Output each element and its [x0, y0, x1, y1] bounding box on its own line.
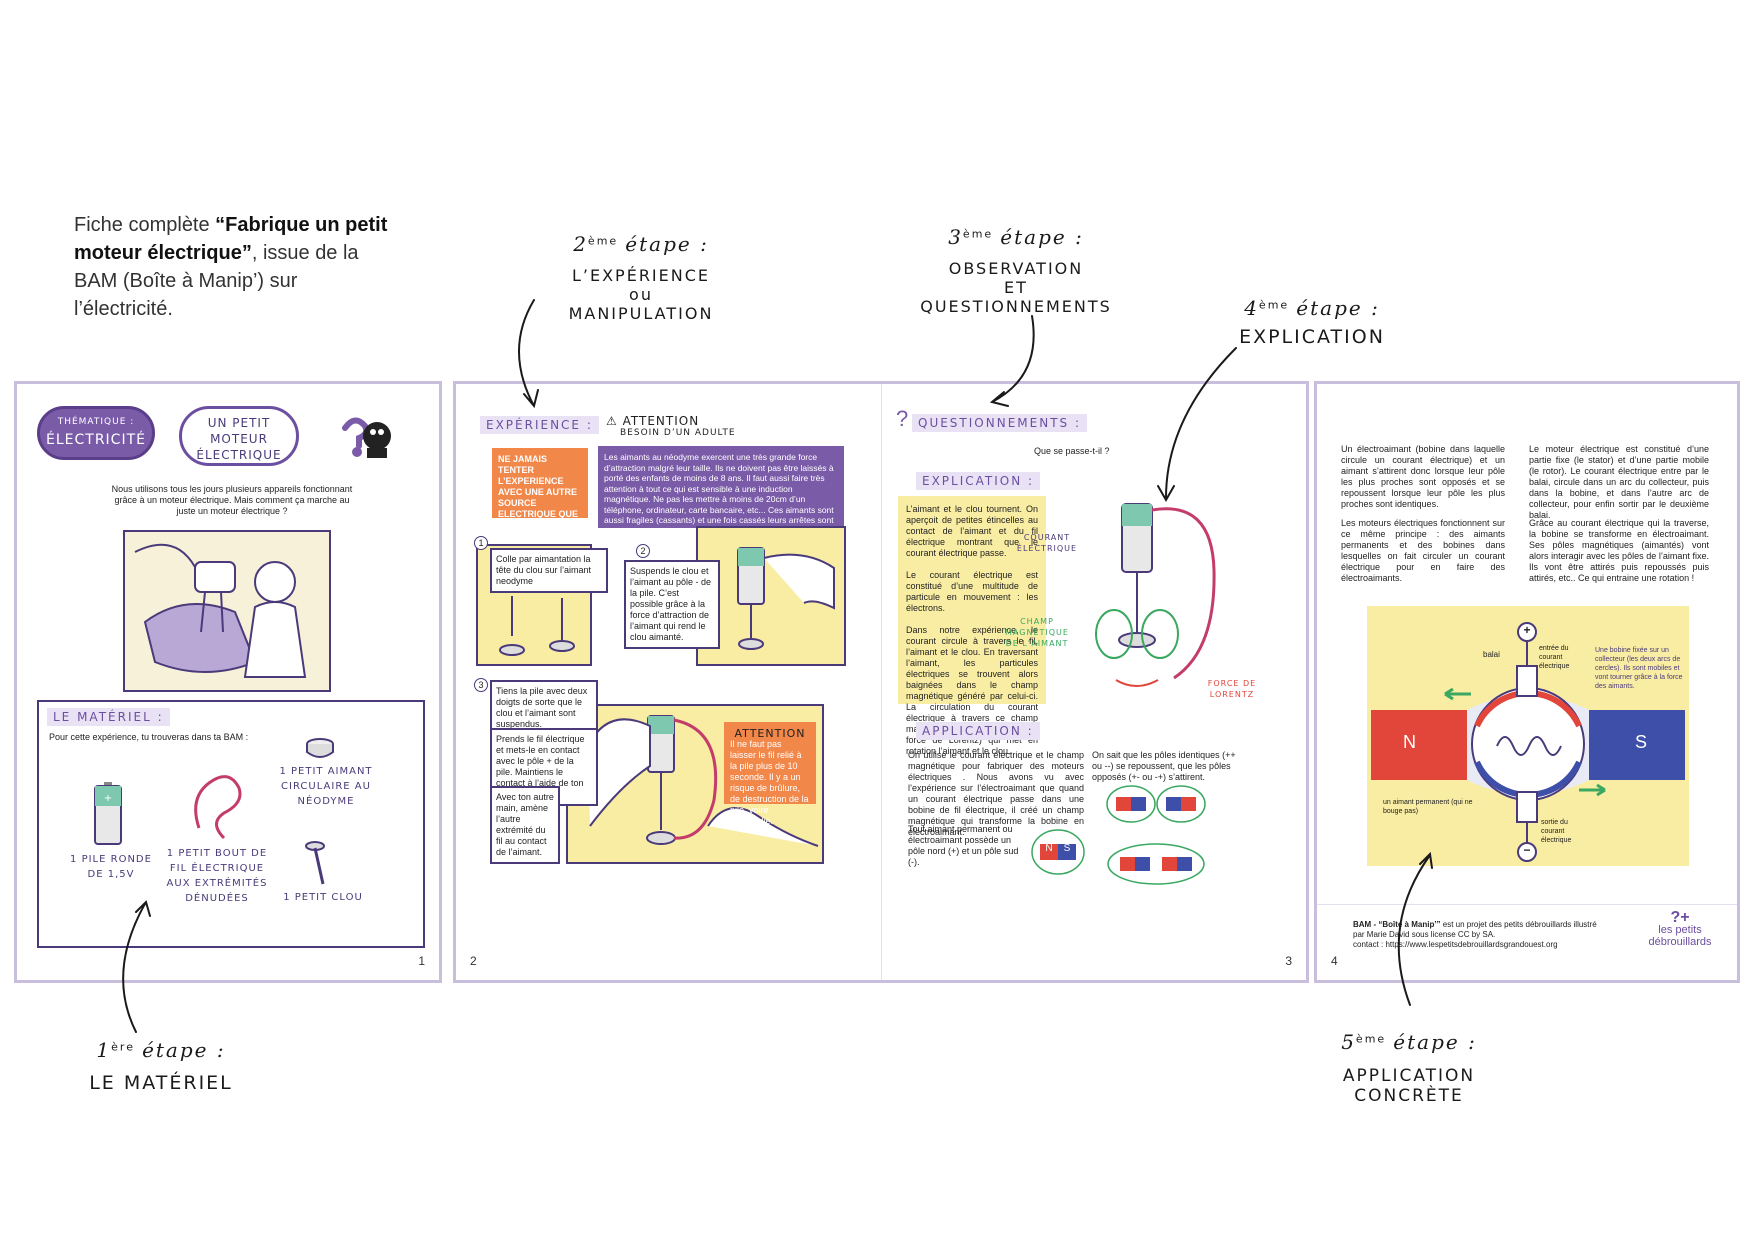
magnet-icon	[305, 738, 335, 765]
item-pile: 1 PILE RONDE DE 1,5V	[70, 854, 152, 880]
intro-prefix: Fiche complète	[74, 214, 216, 236]
theme-badge: THÉMATIQUE : ÉLECTRICITÉ	[37, 406, 155, 460]
explication-tag: EXPLICATION :	[916, 472, 1041, 490]
footer-divider	[1317, 904, 1737, 905]
question-text: Que se passe-t-il ?	[1034, 446, 1110, 456]
label-bobine: Une bobine fixée sur un collecteur (les …	[1595, 647, 1683, 690]
step3a-text: Tiens la pile avec deux doigts de sorte …	[490, 680, 598, 736]
page-1-intro: Nous utilisons tous les jours plusieurs …	[111, 484, 353, 516]
item-clou: 1 PETIT CLOU	[283, 892, 363, 903]
step-3-annotation: 3ème étape : OBSERVATION ET QUESTIONNEME…	[920, 225, 1112, 316]
mixer-illustration	[123, 530, 331, 692]
credits: BAM - “Boîte à Manip’” est un projet des…	[1353, 920, 1597, 949]
battery-icon: +	[93, 782, 123, 851]
plus-terminal: +	[1523, 623, 1531, 637]
step2-number: 2	[636, 544, 650, 558]
magnet-label-s: S	[1063, 843, 1071, 854]
page4-col2a: Le moteur électrique est constitué d’une…	[1529, 444, 1709, 520]
label-courant: COURANT ÉLECTRIQUE	[1016, 533, 1078, 553]
logo-mark-icon: ?+	[1670, 909, 1690, 926]
svg-text:+: +	[104, 793, 112, 804]
label-sortie: sortie du courant électrique	[1541, 819, 1572, 844]
minus-terminal: −	[1523, 843, 1531, 857]
materiel-box: LE MATÉRIEL : Pour cette expérience, tu …	[37, 700, 425, 948]
step1-text: Colle par aimantation la tête du clou su…	[490, 548, 608, 593]
application-text-a: On utilise le courant électrique et le c…	[908, 750, 1084, 837]
question-mark-icon: ?	[896, 406, 909, 431]
spread-spine	[881, 384, 882, 980]
petits-debrouillards-logo: ?+ les petits débrouillards	[1635, 909, 1725, 949]
step3c-text: Avec ton autre main, amène l’autre extré…	[490, 786, 560, 864]
repel-magnets-diagram	[1106, 784, 1206, 824]
step3-number: 3	[474, 678, 488, 692]
attention2-box: ATTENTION Il ne faut pas laisser le fil …	[724, 722, 816, 826]
attention-header: ⚠ ATTENTION BESOIN D’UN ADULTE	[606, 414, 736, 438]
intro-text: Fiche complète “Fabrique un petit moteur…	[74, 211, 394, 323]
application-text-b: Tout aimant permanent ou électroaimant p…	[908, 824, 1019, 867]
intro-suffix: , issue de la BAM (Boîte à Manip’) sur l…	[74, 242, 359, 320]
materiel-intro: Pour cette expérience, tu trouveras dans…	[49, 732, 249, 742]
label-champ: CHAMP MAGNÉTIQUE DE L’AIMANT	[1005, 617, 1069, 648]
attract-magnets-diagram	[1106, 842, 1206, 886]
item-fil: 1 PETIT BOUT DE FIL ÉLECTRIQUE AUX EXTRÉ…	[166, 848, 268, 904]
motor-diagram: + − N S balai entrée du courant électriq…	[1367, 606, 1689, 866]
page-2-3-spread: EXPÉRIENCE : ⚠ ATTENTION BESOIN D’UN ADU…	[453, 381, 1309, 983]
step-1-annotation: 1ère étape : LE MATÉRIEL	[89, 1038, 233, 1094]
label-entree: entrée du courant électrique	[1539, 645, 1570, 670]
step-2-annotation: 2ème étape : L’EXPÉRIENCE ou MANIPULATIO…	[568, 232, 714, 323]
warning-purple: Les aimants au néodyme exercent une très…	[598, 446, 844, 536]
page-4: Un électroaimant (bobine dans laquelle c…	[1314, 381, 1740, 983]
item-aimant: 1 PETIT AIMANT CIRCULAIRE AU NÉODYME	[279, 766, 373, 807]
page-1-title: UN PETIT MOTEUR ÉLECTRIQUE	[179, 406, 299, 466]
application-tag: APPLICATION :	[916, 722, 1040, 740]
lorentz-diagram	[1056, 494, 1276, 704]
step-4-annotation: 4ème étape : EXPLICATION	[1239, 296, 1385, 348]
materiel-tag: LE MATÉRIEL :	[47, 708, 170, 726]
page4-col1b: Les moteurs électriques fonctionnent sur…	[1341, 518, 1505, 583]
warning-orange: NE JAMAIS TENTER L’EXPERIENCE AVEC UNE A…	[492, 448, 588, 552]
page-number-3: 3	[1285, 954, 1292, 968]
page4-col2b: Grâce au courant électrique qui la trave…	[1529, 518, 1709, 583]
stator-s: S	[1635, 732, 1648, 752]
page-number-1: 1	[418, 954, 425, 968]
contact-link[interactable]: contact : https://www.lespetitsdebrouill…	[1353, 940, 1558, 949]
nail-icon	[303, 840, 333, 891]
mascot-icon	[339, 414, 393, 464]
page-number-2: 2	[470, 954, 477, 968]
intro-bold-title: “Fabrique un petit moteur électrique”	[74, 214, 388, 264]
step2-text: Suspends le clou et l’aimant au pôle - d…	[624, 560, 720, 649]
step-5-annotation: 5ème étape : APPLICATION CONCRÈTE	[1341, 1030, 1477, 1106]
single-magnet-diagram	[1030, 824, 1086, 880]
experience-tag: EXPÉRIENCE :	[480, 416, 599, 434]
label-balai: balai	[1483, 650, 1500, 659]
step1-number: 1	[474, 536, 488, 550]
warning-icon: ⚠	[606, 414, 618, 428]
page-1: THÉMATIQUE : ÉLECTRICITÉ UN PETIT MOTEUR…	[14, 381, 442, 983]
questionnements-tag: QUESTIONNEMENTS :	[912, 414, 1087, 432]
magnet-label-n: N	[1045, 843, 1053, 854]
wire-icon	[189, 768, 249, 847]
application-text-c: On sait que les pôles identiques (++ ou …	[1092, 750, 1236, 782]
stator-n: N	[1403, 732, 1416, 752]
label-aimant-permanent: un aimant permanent (qui ne bouge pas)	[1383, 799, 1473, 815]
label-force: FORCE DE LORENTZ	[1207, 679, 1257, 699]
page-number-4: 4	[1331, 954, 1338, 968]
page4-col1a: Un électroaimant (bobine dans laquelle c…	[1341, 444, 1505, 509]
explication-text: L’aimant et le clou tournent. On aperçoi…	[898, 496, 1046, 756]
